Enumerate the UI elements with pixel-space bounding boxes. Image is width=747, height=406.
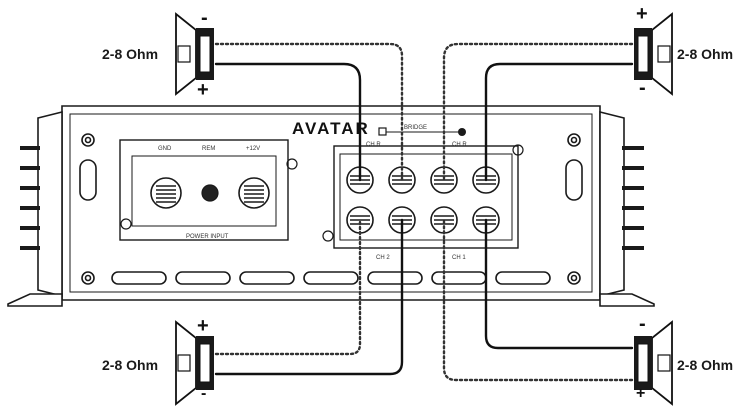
wire-top-right-negative <box>442 42 634 182</box>
power-terminal <box>238 177 270 209</box>
gnd-terminal <box>150 177 182 209</box>
speaker-bottom-left-icon <box>175 320 214 406</box>
screw-icon <box>322 230 334 242</box>
polarity-minus-top-left: - <box>201 7 208 29</box>
polarity-minus-top-right: - <box>639 77 646 99</box>
gnd-label: GND <box>158 146 172 152</box>
rem-terminal <box>201 184 219 202</box>
polarity-minus-bottom-left: - <box>201 385 207 402</box>
ch-label-top-right: CH R <box>452 142 467 148</box>
bridge-label: BRIDGE <box>404 125 427 131</box>
polarity-minus-bottom-right: - <box>639 313 646 335</box>
wire-top-right-positive <box>484 62 634 182</box>
rem-label: REM <box>202 146 215 152</box>
impedance-label-bottom-right: 2-8 Ohm <box>677 357 734 373</box>
speaker-top-right-icon <box>634 12 673 96</box>
screw-icon <box>120 218 132 230</box>
polarity-plus-top-right: + <box>636 3 648 25</box>
polarity-plus-top-left: + <box>197 79 209 101</box>
power-input-panel: GND REM +12V POWER INPUT <box>119 139 298 241</box>
wire-bottom-left-negative <box>214 218 362 356</box>
polarity-plus-bottom-right: + <box>636 385 646 402</box>
screw-icon <box>286 158 298 170</box>
ch-label-bottom-left: CH 2 <box>376 255 390 261</box>
impedance-label-top-right: 2-8 Ohm <box>677 46 734 62</box>
wire-bottom-right-positive <box>484 218 634 350</box>
impedance-label-top-left: 2-8 Ohm <box>102 46 159 62</box>
speaker-output-panel: BRIDGE CH R CH R CH 2 CH 1 <box>322 125 524 261</box>
impedance-label-bottom-left: 2-8 Ohm <box>102 357 159 373</box>
v12-label: +12V <box>246 146 260 152</box>
wire-top-left-negative <box>214 42 404 182</box>
wire-bottom-right-negative <box>442 218 634 382</box>
brand-logo: AVATAR <box>292 119 370 138</box>
wire-top-left-positive <box>214 62 362 182</box>
speaker-wires <box>214 42 634 382</box>
speaker-top-left-icon <box>175 12 214 96</box>
power-input-caption: POWER INPUT <box>186 234 229 240</box>
speaker-bottom-right-icon <box>634 320 673 406</box>
polarity-plus-bottom-left: + <box>197 315 209 337</box>
ch-label-bottom-right: CH 1 <box>452 255 466 261</box>
screw-icon <box>512 144 524 156</box>
wire-bottom-left-positive <box>214 218 404 376</box>
ch-label-top-left: CH R <box>366 142 381 148</box>
